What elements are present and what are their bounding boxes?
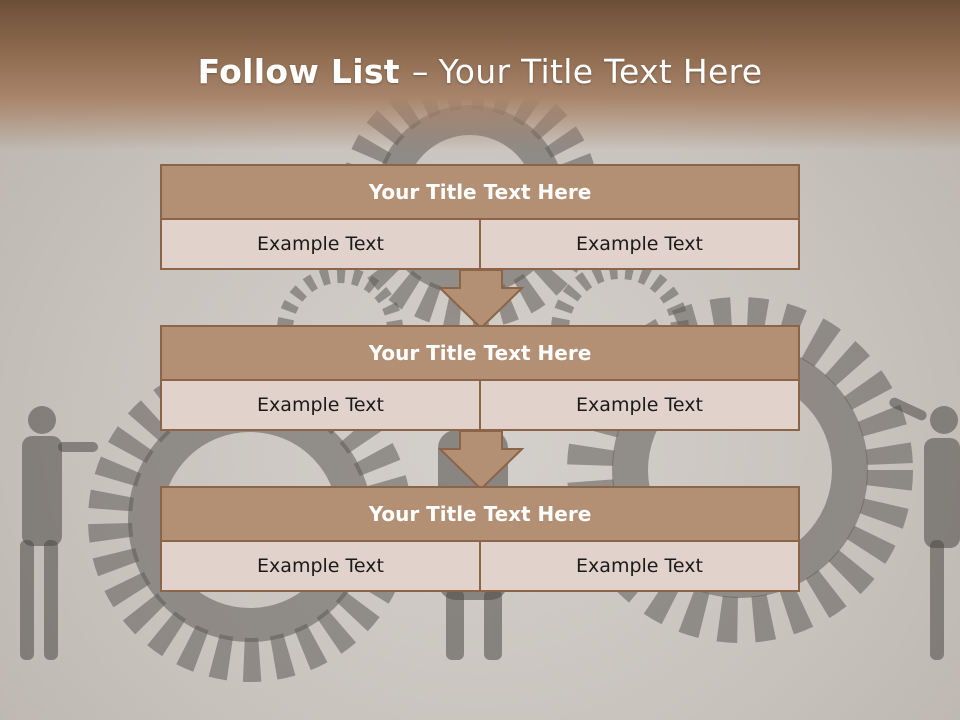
- block-title: Your Title Text Here: [160, 325, 800, 381]
- down-arrow-icon: [438, 431, 524, 491]
- block-title: Your Title Text Here: [160, 486, 800, 542]
- block-cell-right: Example Text: [479, 381, 798, 429]
- slide-title: Follow List–Your Title Text Here: [0, 52, 960, 91]
- down-arrow-icon: [438, 270, 524, 330]
- block-cell-left: Example Text: [162, 220, 479, 268]
- block-cell-left: Example Text: [162, 542, 479, 590]
- title-dash: –: [411, 52, 429, 91]
- title-bold: Follow List: [197, 52, 400, 91]
- title-rest: Your Title Text Here: [438, 52, 763, 91]
- block-cell-right: Example Text: [479, 542, 798, 590]
- list-block-2: Your Title Text Here Example Text Exampl…: [160, 325, 800, 431]
- block-title: Your Title Text Here: [160, 164, 800, 220]
- block-cell-right: Example Text: [479, 220, 798, 268]
- block-row: Example Text Example Text: [160, 381, 800, 431]
- list-block-1: Your Title Text Here Example Text Exampl…: [160, 164, 800, 270]
- block-row: Example Text Example Text: [160, 542, 800, 592]
- list-block-3: Your Title Text Here Example Text Exampl…: [160, 486, 800, 592]
- header-band: [0, 0, 960, 150]
- block-cell-left: Example Text: [162, 381, 479, 429]
- block-row: Example Text Example Text: [160, 220, 800, 270]
